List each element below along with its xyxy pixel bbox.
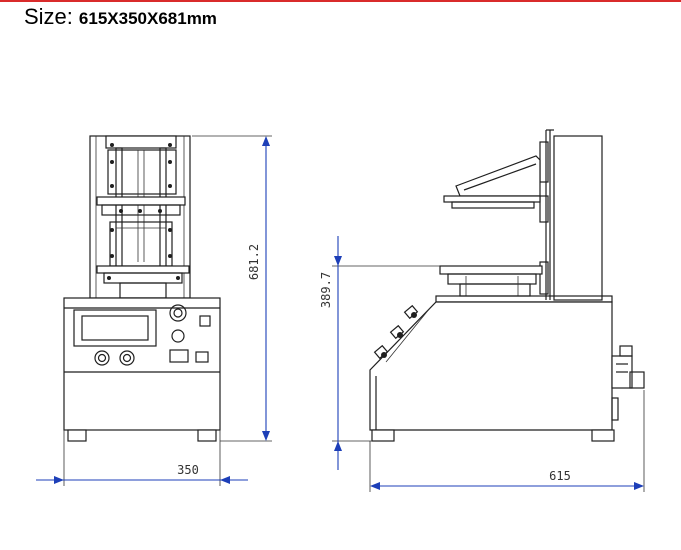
front-work-table [96,265,190,274]
dim-label-side-height: 389.7 [319,272,333,308]
front-dimensions: 681.2 350 [36,135,272,486]
side-foot-left [371,429,395,442]
front-button-left [94,350,110,366]
front-switch-bottom [169,349,189,363]
front-press-plate [96,196,186,206]
side-rear-tower [553,135,603,301]
side-foot-right [591,429,615,442]
air-valve [611,345,645,389]
front-foot-left [67,429,87,442]
emergency-stop [169,304,187,322]
side-view [369,129,645,442]
side-press-arm [455,155,541,197]
front-foot-right [197,429,217,442]
front-view [63,135,221,442]
top-accent-rule [0,0,681,2]
front-switch-side [195,351,209,363]
dim-label-front-height: 681.2 [247,244,261,280]
dim-label-side-width: 615 [549,469,571,483]
size-value: 615X350X681mm [78,9,217,28]
dim-label-front-width: 350 [177,463,199,477]
side-dimensions: 389.7 615 [319,236,645,492]
side-press-plate [443,195,541,203]
front-switch-top [199,315,211,327]
side-work-table [439,265,543,275]
side-knobs [373,304,419,360]
front-upper-frame [89,135,191,299]
front-button-right [119,350,135,366]
front-top-plate [105,135,177,149]
size-title: Size: 615X350X681mm [24,4,217,32]
front-display-screen [73,309,157,347]
front-knob [171,329,185,343]
side-base-cabinet [369,301,613,431]
front-base-cabinet [63,297,221,431]
size-label: Size: [24,4,73,29]
